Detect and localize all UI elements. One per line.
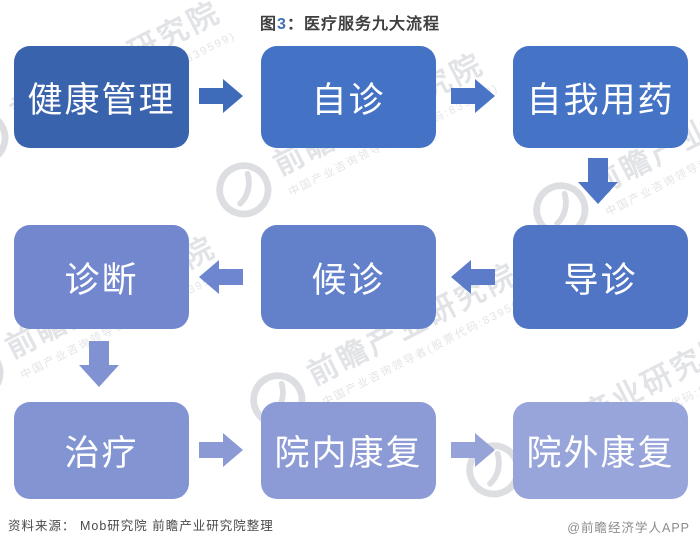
arrow-right-icon [199,432,243,468]
flow-box-label: 治疗 [64,434,139,473]
flow-box-label: 自诊 [311,80,386,120]
arrow-down-icon [78,341,120,387]
qianzhan-logo-icon [0,345,4,401]
flow-box-label: 诊断 [64,260,139,300]
flow-box-label: 院外康复 [526,434,675,473]
arrow-down-icon [577,158,619,204]
title-text: ：医疗服务九大流程 [286,16,440,33]
qianzhan-logo-icon [216,162,272,218]
flow-box-diagnosis: 诊断 [14,225,189,329]
figure-title: 图3：医疗服务九大流程 [0,10,700,34]
flow-box-treatment: 治疗 [14,402,189,499]
flow-box-label: 院内康复 [274,434,423,473]
source-note: 资料来源： Mob研究院 前瞻产业研究院整理 [8,519,274,533]
flow-box-out-of-hospital-rehab: 院外康复 [513,402,688,499]
arrow-left-icon [199,259,243,295]
arrow-left-icon [451,259,495,295]
flow-box-guidance: 导诊 [513,225,688,329]
app-credit: @前瞻经济学人APP [567,521,690,535]
flow-box-self-diagnosis: 自诊 [261,46,436,148]
arrow-right-icon [199,78,243,114]
flow-box-health-management: 健康管理 [14,46,189,148]
flow-box-waiting: 候诊 [261,225,436,329]
arrow-right-icon [451,432,495,468]
flow-box-label: 健康管理 [27,80,176,120]
title-number: 3 [277,16,287,33]
flow-box-label: 自我用药 [526,80,675,120]
flow-box-in-hospital-rehab: 院内康复 [261,402,436,499]
flow-box-self-medication: 自我用药 [513,46,688,148]
flow-box-label: 导诊 [563,260,638,300]
flow-box-label: 候诊 [311,260,386,300]
arrow-right-icon [451,78,495,114]
title-prefix: 图 [260,16,278,33]
